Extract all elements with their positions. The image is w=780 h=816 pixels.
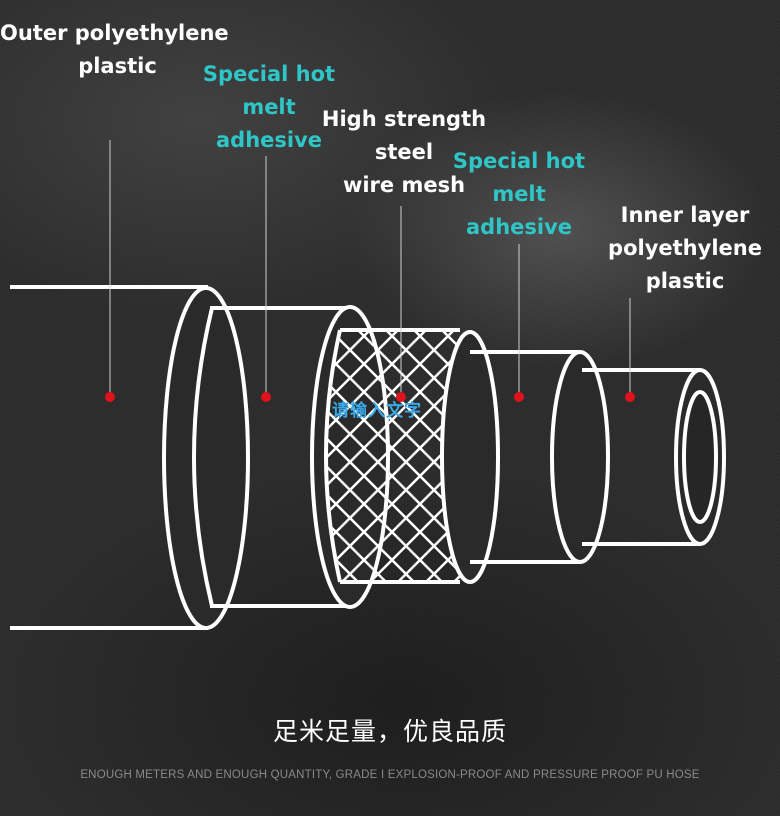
- marker-dot-3: [396, 392, 406, 402]
- label-line: High strength: [321, 107, 487, 131]
- label-line: polyethylene: [608, 236, 762, 260]
- placeholder-overlay-text: 请输入文字: [332, 401, 422, 421]
- label-line: wire mesh: [342, 173, 466, 197]
- label-line: steel: [374, 140, 434, 164]
- label-line: Outer polyethylene: [0, 21, 229, 45]
- outer-plastic-layer: [10, 285, 250, 630]
- label-outer-polyethylene: Outer polyethylene plastic: [0, 17, 235, 83]
- adhesive-layer-inner: [470, 350, 610, 564]
- leader-lines: [109, 140, 631, 397]
- marker-dot-5: [625, 392, 635, 402]
- label-inner-polyethylene: Inner layer polyethylene plastic: [600, 199, 770, 298]
- marker-dot-2: [261, 392, 271, 402]
- slogan-heading: 足米足量，优良品质: [272, 717, 507, 746]
- inner-plastic-layer: [582, 368, 726, 546]
- steel-wire-mesh-layer: [324, 328, 500, 584]
- label-line: Special hot: [452, 149, 586, 173]
- label-hot-melt-adhesive-1: Special hot melt adhesive: [196, 58, 342, 157]
- label-line: Special hot: [202, 62, 336, 86]
- label-hot-melt-adhesive-2: Special hot melt adhesive: [446, 145, 592, 244]
- footnote-caption: ENOUGH METERS AND ENOUGH QUANTITY, GRADE…: [80, 769, 700, 781]
- marker-dot-1: [105, 392, 115, 402]
- label-line: melt: [492, 182, 546, 206]
- label-line: Inner layer: [620, 203, 750, 227]
- label-line: adhesive: [465, 215, 573, 239]
- label-line: plastic: [78, 54, 157, 78]
- label-line: adhesive: [215, 128, 323, 152]
- label-steel-wire-mesh: High strength steel wire mesh: [318, 103, 490, 202]
- marker-dot-4: [514, 392, 524, 402]
- label-line: melt: [242, 95, 296, 119]
- layer-markers: [105, 392, 635, 402]
- label-line: plastic: [645, 269, 725, 293]
